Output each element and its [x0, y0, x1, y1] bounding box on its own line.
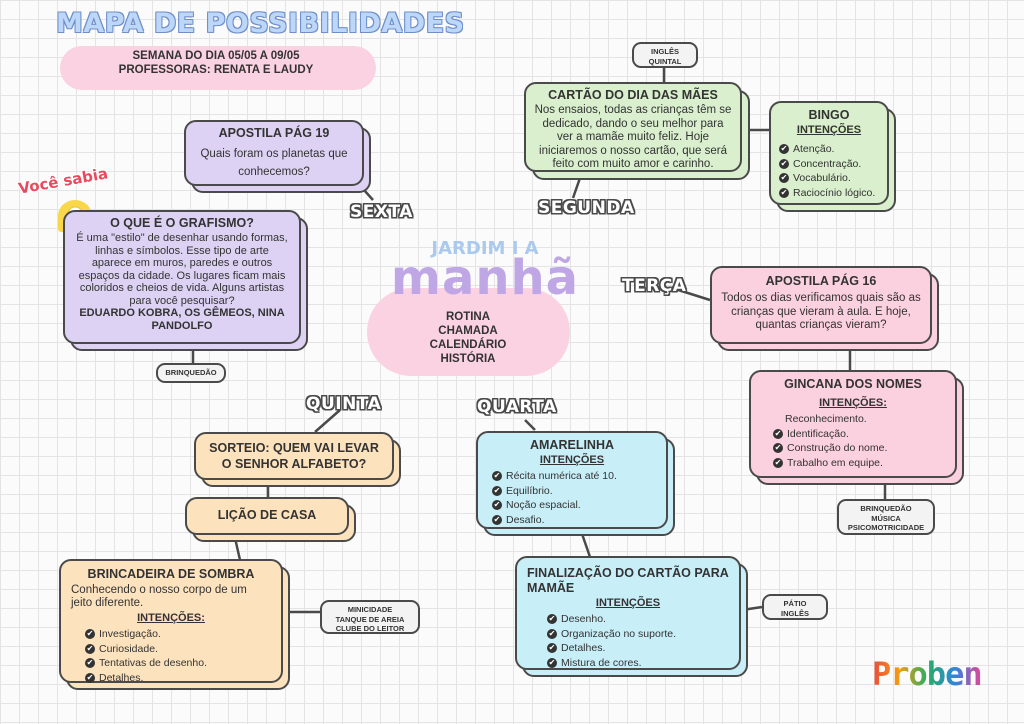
routine-list: ROTINA CHAMADA CALENDÁRIO HISTÓRIA [400, 310, 536, 366]
sombra-text: Conhecendo o nosso corpo de um jeito dif… [71, 584, 247, 609]
day-label-sexta: SEXTA [350, 202, 413, 222]
bingo-intentions-label: INTENÇÕES [796, 124, 862, 136]
teachers-label: PROFESSORAS: RENATA E LAUDY [118, 64, 314, 76]
apostila16-title: APOSTILA PÁG 16 [765, 274, 877, 288]
day-label-terca: TERÇA [622, 276, 687, 296]
list-item: Detalhes. [85, 671, 271, 686]
grafismo-artists: EDUARDO KOBRA, OS GÊMEOS, NINA PANDOLFO [79, 307, 285, 332]
list-item: Identificação. [773, 427, 945, 442]
gincana-title: GINCANA DOS NOMES [784, 377, 922, 391]
grafismo-title: O QUE É O GRAFISMO? [110, 216, 254, 230]
list-item: Investigação. [85, 627, 271, 642]
routine-item: CALENDÁRIO [429, 339, 507, 351]
list-item: Desafio. [492, 513, 652, 528]
list-item: Desenho. [547, 612, 729, 627]
list-item: Curiosidade. [85, 642, 271, 657]
gincana-item-first: Reconhecimento. [785, 413, 867, 425]
tag-ingles-quintal: INGLÊS QUINTAL [632, 42, 698, 68]
week-label: SEMANA DO DIA 05/05 A 09/05 [132, 50, 300, 62]
list-item: Raciocínio lógico. [779, 186, 879, 201]
list-item: Mistura de cores. [547, 656, 729, 671]
brand-logo: Proben [872, 655, 983, 693]
grafismo-card: O QUE É O GRAFISMO? É uma "estilo" de de… [63, 210, 301, 344]
amarelinha-title: AMARELINHA [529, 438, 615, 452]
sombra-card: BRINCADEIRA DE SOMBRA Conhecendo o nosso… [59, 559, 283, 686]
apostila19-card: APOSTILA PÁG 19 Quais foram os planetas … [184, 120, 364, 186]
class-name: JARDIM I A [431, 238, 539, 259]
licao-card: LIÇÃO DE CASA [185, 497, 349, 535]
finalizacao-title: FINALIZAÇÃO DO CARTÃO PARA MAMÃE [527, 566, 729, 595]
list-item: Detalhes. [547, 641, 729, 656]
list-item: Noção espacial. [492, 498, 652, 513]
header: MAPA DE POSSIBILIDADES SEMANA DO DIA 05/… [56, 8, 464, 90]
day-label-quarta: QUARTA [477, 397, 557, 417]
day-label-segunda: SEGUNDA [538, 198, 635, 218]
bingo-title: BINGO [808, 108, 850, 122]
cartao-title: CARTÃO DO DIA DAS MÃES [548, 88, 718, 102]
sorteio-title: SORTEIO: QUEM VAI LEVAR O SENHOR ALFABET… [209, 441, 379, 471]
apostila19-text: Quais foram os planetas que conhecemos? [200, 148, 348, 178]
list-item: Trabalho em equipe. [773, 456, 945, 471]
list-item: Tentativas de desenho. [85, 656, 271, 671]
amarelinha-card: AMARELINHA INTENÇÕES Récita numérica até… [476, 431, 668, 529]
routine-item: CHAMADA [438, 325, 498, 337]
list-item: Récita numérica até 10. [492, 469, 652, 484]
page-title: MAPA DE POSSIBILIDADES [56, 8, 465, 39]
center-blob [367, 288, 570, 376]
header-pill [60, 46, 376, 90]
bingo-card: BINGO INTENÇÕES Atenção. Concentração. V… [769, 101, 889, 205]
apostila16-text: Todos os dias verificamos quais são as c… [721, 292, 921, 331]
period-title: manhã [390, 250, 580, 306]
cartao-card: CARTÃO DO DIA DAS MÃES Nos ensaios, toda… [524, 82, 742, 172]
finalizacao-intentions-label: INTENÇÕES [595, 597, 661, 609]
tag-brinquedao: BRINQUEDÃO [156, 363, 226, 383]
sombra-intentions-label: INTENÇÕES: [137, 612, 205, 624]
list-item: Concentração. [779, 157, 879, 172]
tag-minicidade: MINICIDADE TANQUE DE AREIA CLUBE DO LEIT… [320, 600, 420, 634]
cartao-text: Nos ensaios, todas as crianças têm se de… [534, 104, 732, 170]
list-item: Construção do nome. [773, 441, 945, 456]
sorteio-card: SORTEIO: QUEM VAI LEVAR O SENHOR ALFABET… [194, 432, 394, 480]
apostila16-card: APOSTILA PÁG 16 Todos os dias verificamo… [710, 266, 932, 344]
list-item: Equilíbrio. [492, 484, 652, 499]
tag-brinquedao-musica: BRINQUEDÃO MÚSICA PSICOMOTRICIDADE [837, 499, 935, 535]
list-item: Organização no suporte. [547, 627, 729, 642]
gincana-card: GINCANA DOS NOMES INTENÇÕES: Reconhecime… [749, 370, 957, 478]
licao-title: LIÇÃO DE CASA [217, 508, 317, 522]
routine-item: ROTINA [445, 311, 491, 323]
finalizacao-card: FINALIZAÇÃO DO CARTÃO PARA MAMÃE INTENÇÕ… [515, 556, 741, 670]
list-item: Atenção. [779, 142, 879, 157]
routine-item: HISTÓRIA [440, 353, 496, 365]
apostila19-title: APOSTILA PÁG 19 [218, 126, 330, 140]
list-item: Vocabulário. [779, 171, 879, 186]
gincana-intentions-label: INTENÇÕES: [819, 397, 887, 409]
sombra-title: BRINCADEIRA DE SOMBRA [87, 567, 255, 581]
amarelinha-intentions-label: INTENÇÕES [539, 454, 605, 466]
tag-patio-ingles: PÁTIO INGLÊS [762, 594, 828, 620]
grafismo-text: É uma "estilo" de desenhar usando formas… [76, 232, 288, 307]
brand-name: Proben [872, 655, 983, 693]
day-label-quinta: QUINTA [306, 394, 382, 414]
